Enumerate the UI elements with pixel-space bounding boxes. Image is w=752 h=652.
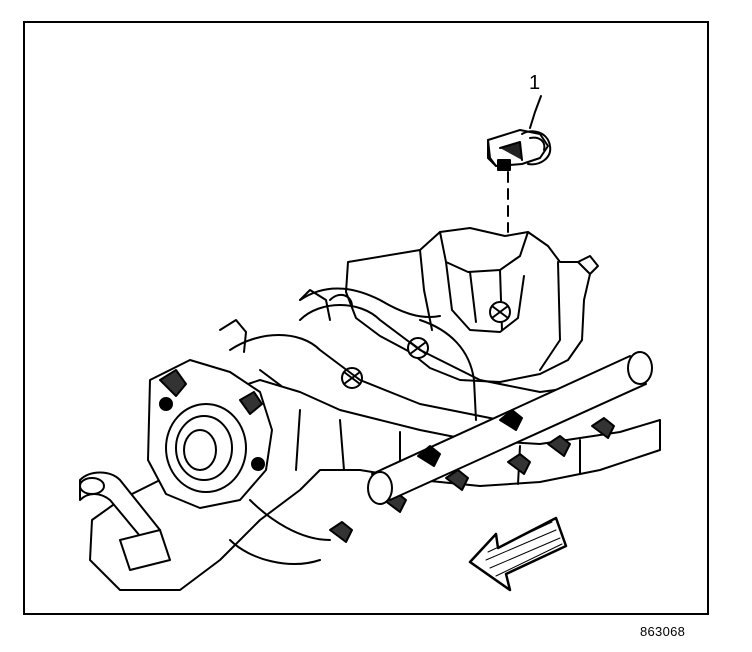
sensor-icon: [487, 129, 552, 233]
coolant-pipe-icon: [79, 471, 171, 571]
throttle-body-icon: [147, 359, 273, 509]
direction-arrow-icon: [468, 516, 568, 592]
figure-number: 863068: [640, 624, 686, 639]
callout-leader: [529, 95, 542, 129]
fuel-rail-icon: [367, 351, 653, 505]
callout-label: 1: [529, 72, 541, 94]
